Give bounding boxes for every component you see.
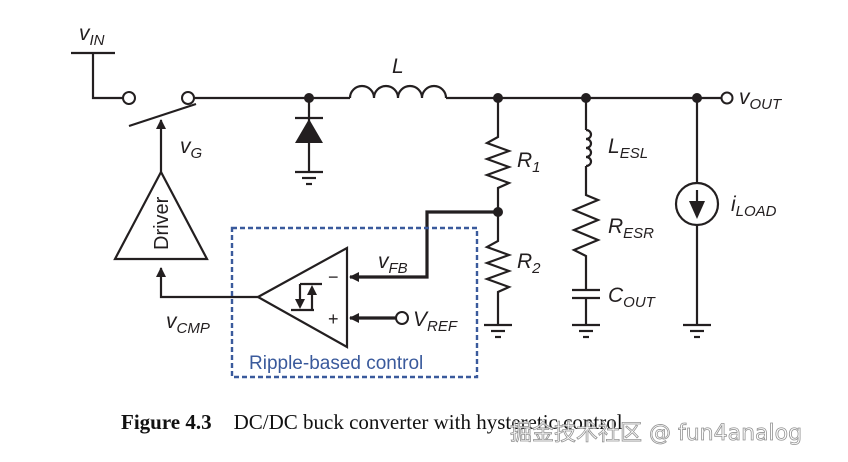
vout-label: vOUT — [739, 86, 783, 113]
load-current-source — [674, 93, 720, 339]
inductor-label: L — [392, 55, 404, 78]
vref-terminal — [395, 311, 409, 325]
caption-text: DC/DC buck converter with hysteretic con… — [234, 410, 623, 434]
vcmp-label: vCMP — [166, 310, 210, 337]
ripple-control-box — [230, 226, 479, 379]
hysteresis-icon — [291, 282, 322, 312]
inductor-l — [348, 84, 722, 100]
feedback-divider — [483, 93, 513, 339]
vref-label: VREF — [413, 308, 458, 335]
driver-label: Driver — [151, 196, 173, 250]
cout-label: COUT — [608, 284, 657, 311]
caption-number: Figure 4.3 — [121, 410, 212, 434]
vfb-label: vFB — [378, 250, 408, 277]
vin-terminal — [71, 51, 123, 100]
vfb-wire — [349, 210, 498, 282]
driver: Driver — [113, 169, 209, 261]
ripple-control-label: Ripple-based control — [249, 353, 423, 374]
output-capacitor-branch — [571, 93, 601, 339]
r1-label: R1 — [517, 149, 541, 176]
vout-terminal — [720, 91, 734, 105]
freewheel-diode — [295, 93, 323, 186]
watermark: 掘金技术社区 @ fun4analog — [510, 421, 802, 446]
iload-label: iLOAD — [731, 193, 777, 220]
plus-input-label: + — [328, 309, 339, 329]
minus-input-label: − — [328, 267, 339, 287]
resr-label: RESR — [608, 215, 654, 242]
vin-label: vIN — [79, 22, 105, 49]
figure-caption: Figure 4.3 DC/DC buck converter with hyst… — [121, 410, 623, 434]
hysteretic-comparator: − + — [255, 246, 349, 349]
switch — [122, 91, 197, 128]
lesl-label: LESL — [608, 135, 648, 162]
vcmp-wire — [156, 267, 258, 299]
vg-label: vG — [180, 135, 203, 162]
r2-label: R2 — [517, 250, 541, 277]
